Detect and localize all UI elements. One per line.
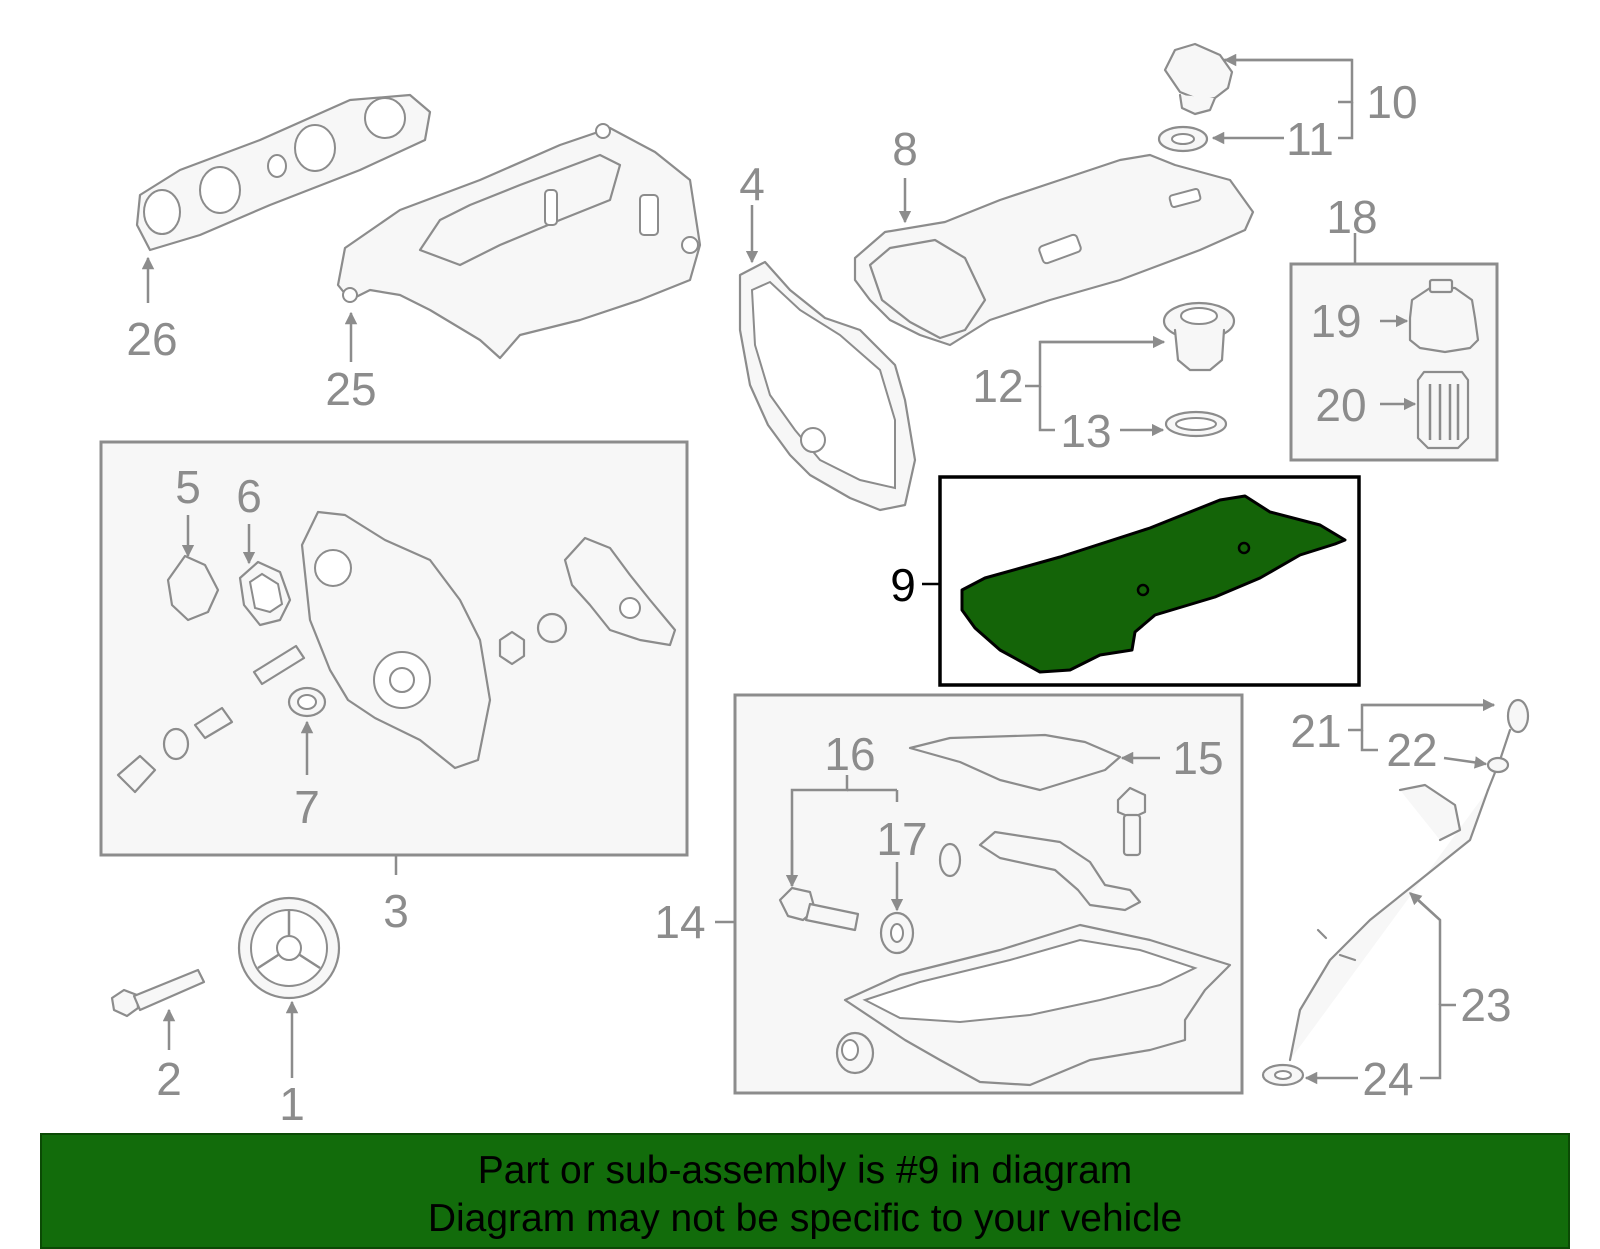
oil-pump-pickup[interactable] — [938, 830, 1142, 912]
callout-10: 10 — [1366, 76, 1417, 128]
timing-cover[interactable] — [300, 510, 492, 770]
callout-16: 16 — [824, 728, 875, 780]
oil-pan[interactable] — [843, 923, 1232, 1087]
callout-2: 2 — [156, 1053, 182, 1105]
callout-22: 22 — [1386, 724, 1437, 776]
pcv-o-ring-hole — [1175, 417, 1217, 431]
valve-cover-gasket-highlighted[interactable] — [960, 494, 1347, 674]
oil-cap-seal-hole — [1171, 133, 1195, 145]
oil-pan-drain-plug[interactable] — [835, 1031, 875, 1075]
oil-filler-cap[interactable] — [1163, 42, 1234, 116]
oil-pan-bolt-15[interactable] — [1116, 786, 1147, 857]
timing-cover-dowels[interactable] — [116, 644, 306, 794]
diagram-notice-banner: Part or sub-assembly is #9 in diagram Di… — [40, 1133, 1570, 1249]
callout-13: 13 — [1060, 405, 1111, 457]
oil-pump-rotors[interactable] — [498, 612, 568, 666]
callout-23: 23 — [1460, 979, 1511, 1031]
callout-26: 26 — [126, 313, 177, 365]
callout-25: 25 — [325, 363, 376, 415]
camshaft-sensor-gasket[interactable] — [166, 554, 220, 622]
water-pump-gasket[interactable] — [238, 560, 292, 627]
oil-filter-element[interactable] — [1416, 370, 1470, 450]
front-cover-gasket[interactable] — [738, 260, 917, 512]
callout-6: 6 — [236, 470, 262, 522]
callout-8: 8 — [892, 123, 918, 175]
callout-3: 3 — [383, 885, 409, 937]
balancer-bolt[interactable] — [110, 968, 206, 1018]
oil-filter-cap[interactable] — [1408, 278, 1480, 354]
dipstick-tube[interactable] — [1288, 783, 1490, 1062]
callout-11: 11 — [1286, 113, 1334, 165]
callout-14: 14 — [654, 896, 705, 948]
oil-pump-cover[interactable] — [563, 536, 677, 647]
harmonic-balancer[interactable] — [237, 896, 341, 1000]
callout-24: 24 — [1362, 1053, 1413, 1105]
callout-18: 18 — [1326, 191, 1377, 243]
leader-lines — [141, 53, 1496, 1085]
callout-21: 21 — [1290, 705, 1341, 757]
callout-15: 15 — [1172, 732, 1223, 784]
front-crankshaft-seal[interactable] — [287, 686, 327, 718]
callout-numbers: 1 2 3 4 5 6 7 8 9 10 11 12 13 14 15 16 1… — [126, 76, 1511, 1130]
callout-20: 20 — [1315, 379, 1366, 431]
callout-1: 1 — [279, 1078, 305, 1130]
intake-manifold-gasket[interactable] — [135, 93, 432, 252]
dipstick-seal-22[interactable] — [1486, 756, 1510, 774]
callout-4: 4 — [739, 158, 765, 210]
oil-pan-baffle[interactable] — [908, 733, 1122, 792]
callout-19: 19 — [1310, 295, 1361, 347]
valve-cover[interactable] — [853, 153, 1255, 347]
oil-pan-bolt-16[interactable] — [778, 886, 860, 932]
callout-5: 5 — [175, 461, 201, 513]
callout-7: 7 — [294, 781, 320, 833]
intake-manifold[interactable] — [336, 123, 702, 360]
pcv-valve[interactable] — [1162, 301, 1236, 372]
oil-level-indicator[interactable] — [1486, 698, 1530, 792]
callout-9: 9 — [890, 559, 916, 611]
callout-12: 12 — [972, 360, 1023, 412]
callout-17: 17 — [876, 813, 927, 865]
banner-line-part: Part or sub-assembly is #9 in diagram — [477, 1149, 1133, 1192]
dipstick-tube-seal-24[interactable] — [1261, 1063, 1305, 1087]
banner-line-disclaimer: Diagram may not be specific to your vehi… — [427, 1197, 1183, 1240]
drain-plug-washer-17[interactable] — [879, 911, 915, 955]
